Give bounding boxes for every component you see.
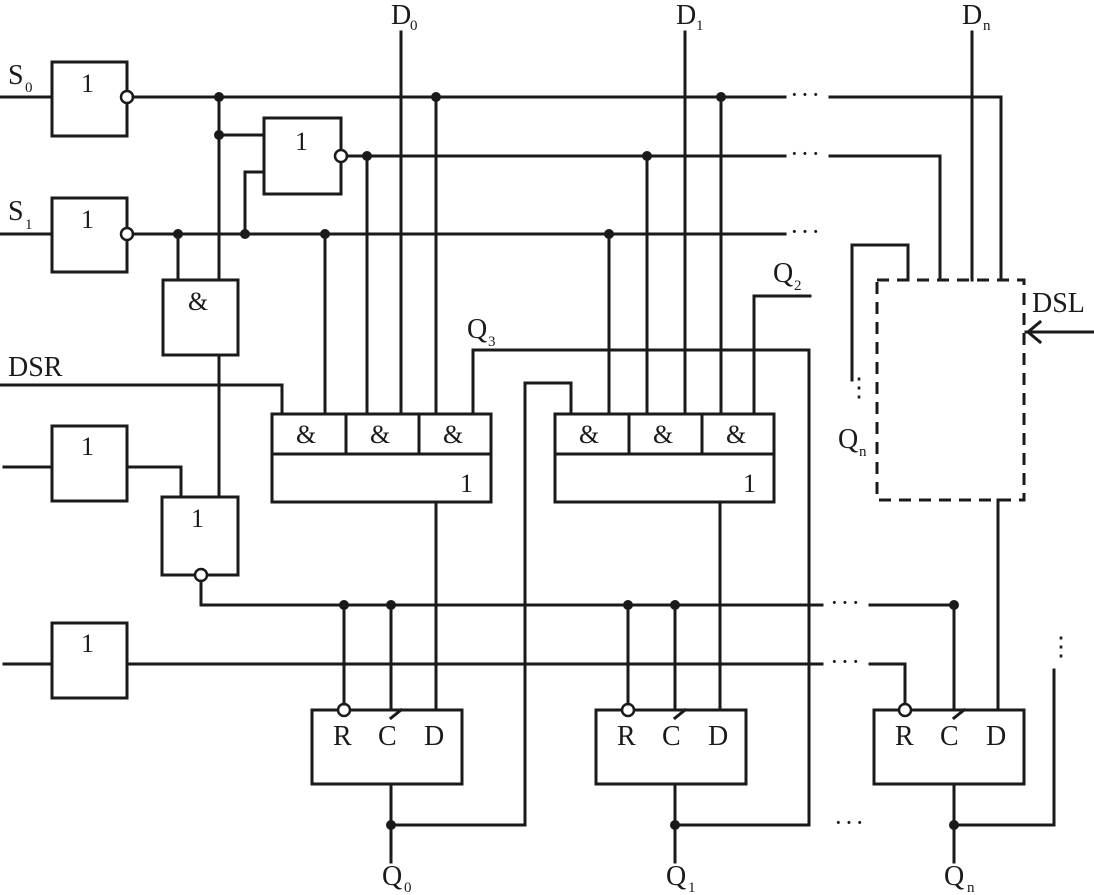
bus-mid-ellipsis: ···	[790, 139, 822, 168]
qn-label-main: Q	[944, 861, 964, 892]
mux0-and-b: &	[370, 420, 390, 449]
bus-s0-ellipsis: ···	[790, 80, 822, 109]
bus-clock-ellipsis: ···	[830, 647, 862, 676]
qn-feedback-sub: n	[859, 444, 867, 460]
d0-input: D 0	[391, 0, 418, 416]
clear-input-buffer: 1	[2, 424, 129, 503]
ff0-pin-r: R	[333, 721, 352, 752]
ffn-pin-d: D	[986, 721, 1006, 752]
q2-label: Q 2	[773, 258, 802, 294]
middle-inverter-bubble	[333, 148, 349, 164]
q0-label-sub: 0	[404, 880, 412, 895]
q3-label-main: Q	[467, 314, 487, 345]
s0-inverter-symbol: 1	[81, 69, 94, 98]
d0-label-main: D	[391, 0, 411, 31]
d1-input: D 1	[676, 0, 704, 416]
and-gate-control: &	[161, 278, 240, 357]
and-gate-control-symbol: &	[188, 287, 208, 316]
qn-output: Q n	[944, 861, 975, 895]
ffn-pin-r: R	[895, 721, 914, 752]
q0-output: Q 0	[382, 861, 412, 895]
d1-label-sub: 1	[696, 18, 704, 34]
q-outputs-ellipsis: ···	[834, 808, 866, 837]
or-gate-reset-bubble	[193, 567, 209, 583]
d0-label-sub: 0	[410, 18, 418, 34]
middle-inverter-symbol: 1	[295, 127, 308, 156]
dn-input: D n	[962, 0, 991, 282]
qn-label-sub: n	[967, 880, 975, 895]
s1-inverter: 1	[50, 196, 135, 274]
mux1-and-a: &	[579, 420, 599, 449]
dn-label-main: D	[962, 0, 982, 31]
bus-reset-ellipsis: ···	[830, 588, 862, 617]
or-gate-reset-symbol: 1	[191, 504, 204, 533]
d1-label-main: D	[676, 0, 696, 31]
ffn-pin-c: C	[940, 721, 959, 752]
flipflop-n: R C D	[872, 702, 1026, 786]
mux-stage-0: & & & 1	[270, 412, 493, 504]
q1-output: Q 1	[666, 861, 696, 895]
junctions	[173, 92, 959, 830]
qn-feedback-label: Q n	[838, 424, 867, 460]
q2-label-main: Q	[773, 258, 793, 289]
mux-stage-1: & & & 1	[553, 412, 776, 504]
bus-s1-ellipsis: ···	[790, 217, 822, 246]
q1-label-main: Q	[666, 861, 686, 892]
s1-input: S 1	[0, 196, 54, 236]
dsl-label: DSL	[1032, 288, 1085, 319]
mux0-and-c: &	[443, 420, 463, 449]
ff1-pin-c: C	[662, 721, 681, 752]
mux-stage-n	[875, 278, 1026, 502]
ff1-pin-r: R	[617, 721, 636, 752]
ff0-pin-c: C	[378, 721, 397, 752]
mux1-and-c: &	[726, 420, 746, 449]
mux1-or: 1	[743, 469, 756, 498]
qn-output-vdots: ⋮	[1048, 632, 1076, 661]
s1-inverter-symbol: 1	[81, 205, 94, 234]
mux0-or: 1	[460, 469, 473, 498]
clock-buffer-symbol: 1	[81, 629, 94, 658]
s0-input: S 0	[0, 60, 54, 99]
q3-label: Q 3	[467, 314, 496, 350]
dsl-input: DSL	[1024, 288, 1094, 345]
q2-label-sub: 2	[794, 278, 802, 294]
s0-inverter: 1	[50, 60, 135, 138]
q1-label-sub: 1	[688, 880, 696, 895]
dsr-label: DSR	[8, 352, 63, 383]
middle-inverter: 1	[262, 116, 349, 196]
qn-feedback-vdots: ⋮	[846, 373, 874, 402]
s0-label-main: S	[8, 60, 24, 91]
dsr-input: DSR	[0, 352, 284, 416]
dn-label-sub: n	[983, 18, 991, 34]
ff0-reset-bubble	[336, 702, 352, 718]
mux0-and-a: &	[296, 420, 316, 449]
q3-label-sub: 3	[488, 334, 496, 350]
ff1-reset-bubble	[620, 702, 636, 718]
flipflop-1: R C D	[594, 702, 748, 786]
mux1-and-b: &	[653, 420, 673, 449]
clear-buffer-symbol: 1	[81, 432, 94, 461]
clock-input-buffer: 1	[2, 621, 129, 700]
s0-label-sub: 0	[25, 80, 33, 96]
q0-label-main: Q	[382, 861, 402, 892]
or-gate-reset: 1	[160, 495, 240, 583]
qn-feedback-main: Q	[838, 424, 858, 455]
ffn-reset-bubble	[897, 702, 913, 718]
ff0-pin-d: D	[424, 721, 444, 752]
s1-label-main: S	[8, 196, 24, 227]
s1-inverter-bubble	[119, 226, 135, 242]
ff1-pin-d: D	[708, 721, 728, 752]
s1-label-sub: 1	[25, 217, 33, 233]
flipflop-0: R C D	[310, 702, 464, 786]
s0-inverter-bubble	[119, 89, 135, 105]
